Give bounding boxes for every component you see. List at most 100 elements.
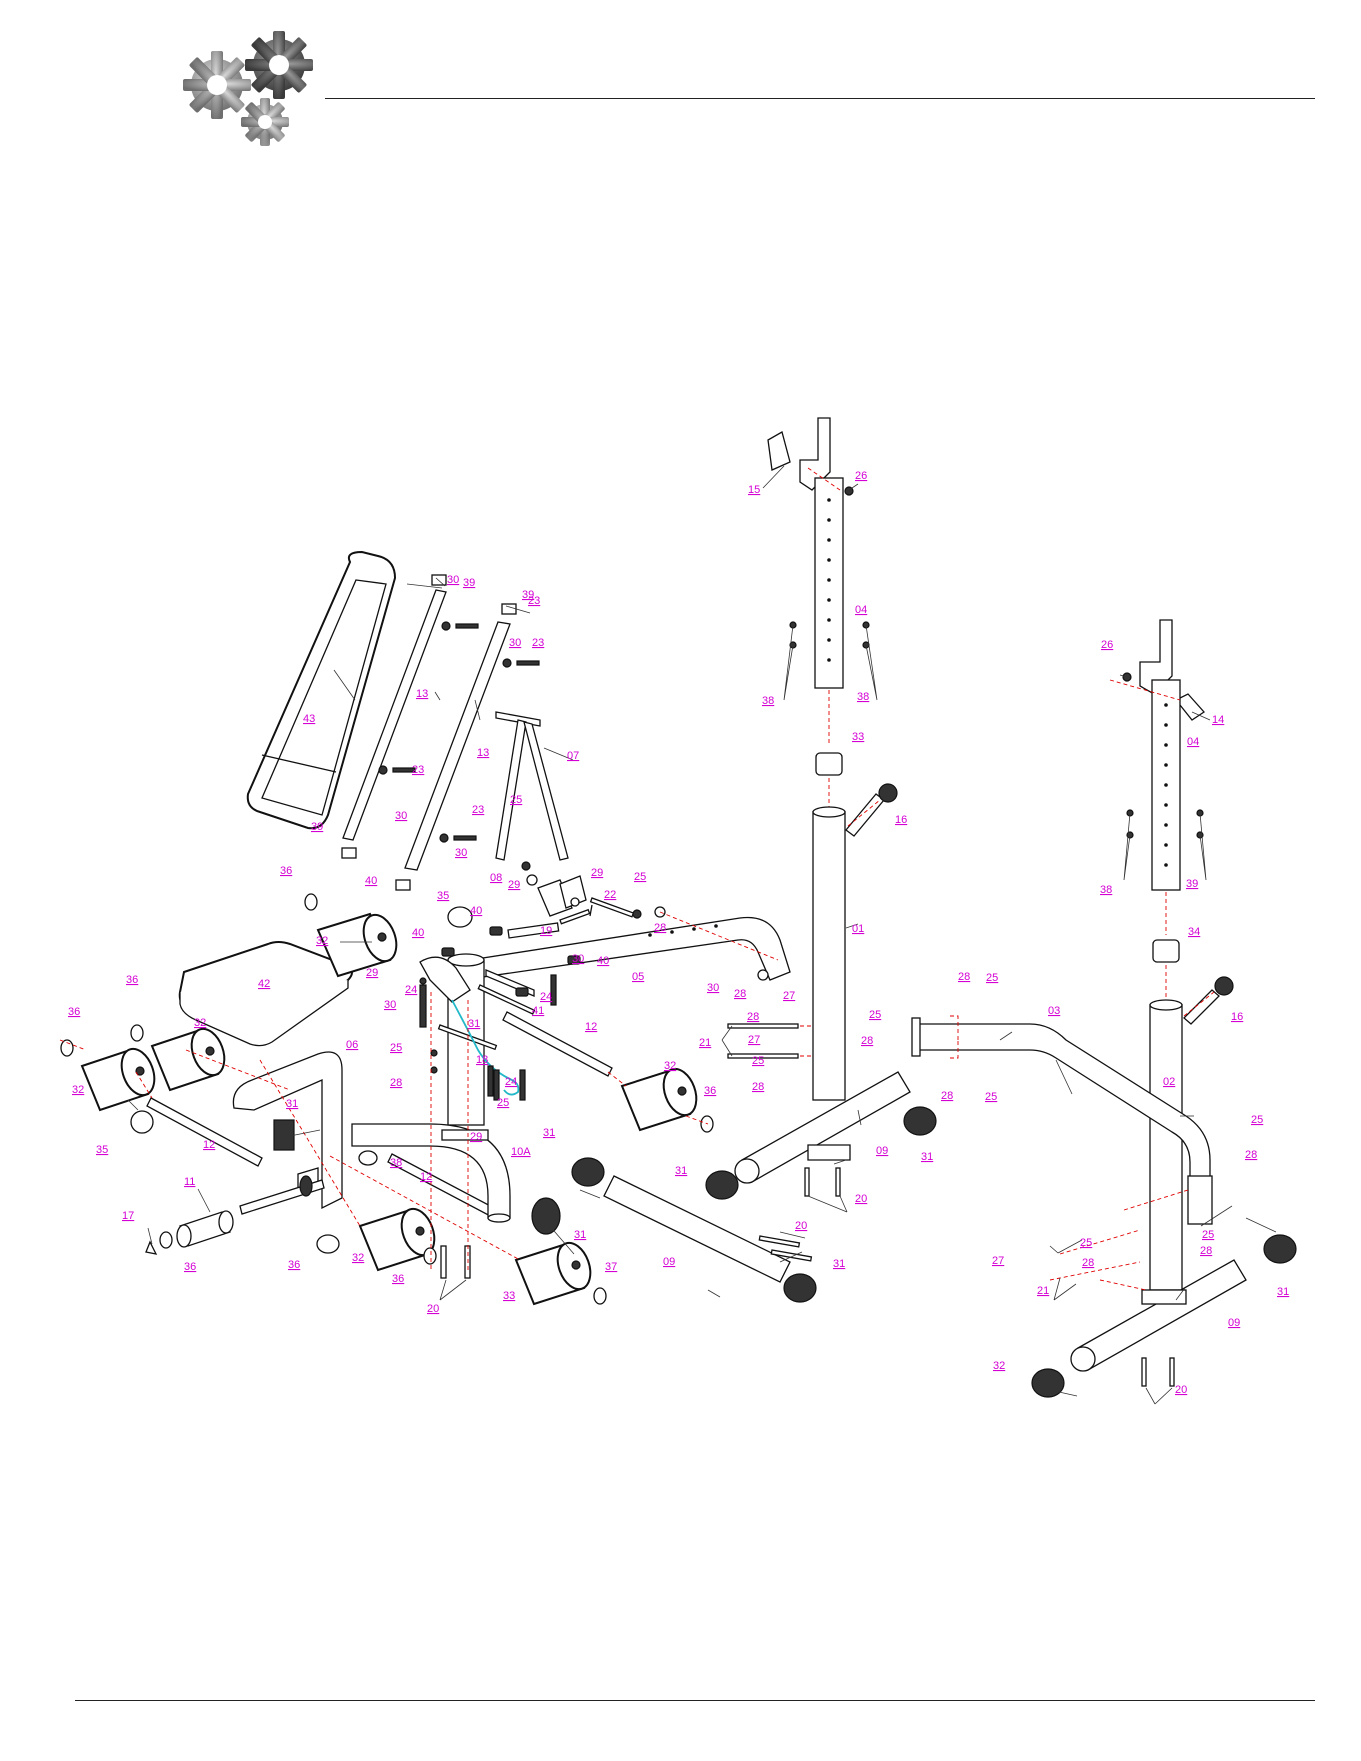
part-label: 23 <box>412 764 424 776</box>
part-label: 29 <box>508 879 520 891</box>
leg-frame-06 <box>232 1051 343 1210</box>
safety-catch-14 <box>1174 693 1205 721</box>
upright-b <box>1031 619 1297 1398</box>
part-label: 25 <box>1251 1114 1263 1126</box>
part-label: 38 <box>857 691 869 703</box>
bushing-33-a <box>815 752 843 776</box>
part-label: 28 <box>861 1035 873 1047</box>
cap-35-b <box>316 1234 340 1254</box>
roller-32-f <box>514 1241 592 1306</box>
roller-pads <box>80 912 698 1306</box>
base-09-b <box>440 1157 817 1303</box>
part-label: 34 <box>1188 926 1200 938</box>
part-labels: 01 02 03 04 04 05 06 07 08 09 09 09 10A … <box>68 470 1289 1396</box>
part-label: 29 <box>591 867 603 879</box>
part-label: 30 <box>707 982 719 994</box>
part-label: 30 <box>455 847 467 859</box>
part-label: 28 <box>1082 1257 1094 1269</box>
part-label: 41 <box>532 1005 544 1017</box>
part-label: 38 <box>390 1157 402 1169</box>
knob-16-b <box>1183 989 1220 1025</box>
part-label: 36 <box>392 1273 404 1285</box>
header-rule <box>325 98 1315 99</box>
part-label: 10A <box>511 1146 531 1158</box>
part-label: 30 <box>384 999 396 1011</box>
upright-a <box>705 417 937 1200</box>
part-label: 26 <box>1101 639 1113 651</box>
part-label: 07 <box>567 750 579 762</box>
part-label: 33 <box>852 731 864 743</box>
part-label: 36 <box>280 865 292 877</box>
part-label: 31 <box>921 1151 933 1163</box>
part-label: 25 <box>985 1091 997 1103</box>
bracket-08 <box>521 861 635 925</box>
inner-tube-04-a <box>814 477 844 689</box>
part-label: 37 <box>605 1261 617 1273</box>
part-label: 39 <box>1186 878 1198 890</box>
part-label: 32 <box>316 935 328 947</box>
part-label: 28 <box>654 922 666 934</box>
part-label: 25 <box>752 1055 764 1067</box>
part-label: 24 <box>540 991 552 1003</box>
part-label: 35 <box>96 1144 108 1156</box>
part-label: 32 <box>72 1084 84 1096</box>
rail-bolts <box>378 621 540 843</box>
part-label: 02 <box>1163 1076 1175 1088</box>
part-label: 12 <box>203 1139 215 1151</box>
part-label: 39 <box>311 821 323 833</box>
part-label: 28 <box>941 1090 953 1102</box>
part-label: 21 <box>699 1037 711 1049</box>
rail-13-b <box>395 603 517 891</box>
part-label: 27 <box>748 1034 760 1046</box>
j-hook-a <box>799 417 831 491</box>
part-label: 22 <box>604 889 616 901</box>
part-label: 21 <box>1037 1285 1049 1297</box>
cap-37 <box>358 1150 378 1166</box>
part-label: 13 <box>477 747 489 759</box>
part-label: 43 <box>303 713 315 725</box>
part-label: 24 <box>405 984 417 996</box>
part-label: 08 <box>490 872 502 884</box>
part-label: 01 <box>852 923 864 935</box>
part-label: 13 <box>416 688 428 700</box>
backrest-42 <box>246 550 397 830</box>
end-cap-34 <box>447 906 473 928</box>
part-label: 25 <box>510 794 522 806</box>
part-label: 09 <box>876 1145 888 1157</box>
part-label: 04 <box>1187 736 1199 748</box>
rods-12 <box>146 1011 613 1219</box>
part-label: 28 <box>1200 1245 1212 1257</box>
part-label: 11 <box>184 1176 195 1188</box>
part-label: 05 <box>632 971 644 983</box>
roller-32-b <box>150 1027 226 1092</box>
part-label: 40 <box>470 905 482 917</box>
part-label: 32 <box>993 1360 1005 1372</box>
part-label: 36 <box>288 1259 300 1271</box>
part-label: 15 <box>748 484 760 496</box>
part-label: 20 <box>795 1220 807 1232</box>
part-label: 33 <box>503 1290 515 1302</box>
base-09-c <box>1031 1234 1297 1398</box>
part-label: 32 <box>352 1252 364 1264</box>
part-label: 38 <box>762 695 774 707</box>
part-label: 32 <box>664 1060 676 1072</box>
part-label: 03 <box>1048 1005 1060 1017</box>
part-label: 31 <box>1277 1286 1289 1298</box>
leader-lines <box>127 465 1277 1405</box>
part-label: 28 <box>958 971 970 983</box>
part-label: 27 <box>992 1255 1004 1267</box>
knob-16-a <box>845 793 885 837</box>
part-label: 28 <box>390 1077 402 1089</box>
part-label: 36 <box>184 1261 196 1273</box>
part-label: 23 <box>528 595 540 607</box>
outer-tube-01 <box>812 811 846 1101</box>
part-label: 09 <box>663 1256 675 1268</box>
part-label: 40 <box>597 955 609 967</box>
roller-32-a <box>316 912 398 978</box>
part-label: 28 <box>734 988 746 1000</box>
part-label: 30 <box>572 953 584 965</box>
part-label: 20 <box>427 1303 439 1315</box>
gears-logo-icon <box>175 31 325 180</box>
part-label: 20 <box>855 1193 867 1205</box>
foam-31-small <box>273 1119 295 1151</box>
